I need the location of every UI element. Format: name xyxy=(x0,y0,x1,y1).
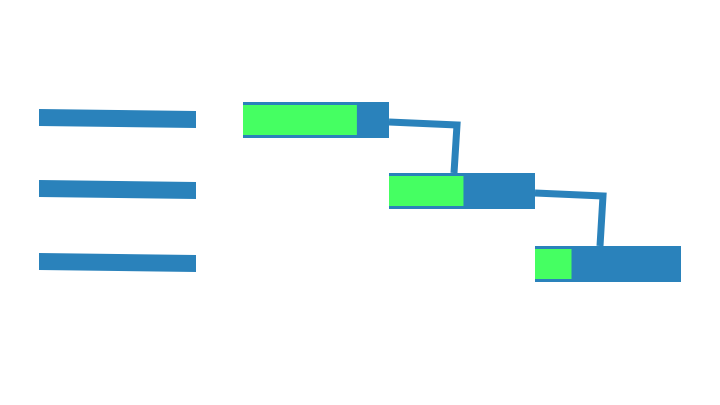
dependency-connector xyxy=(534,189,607,247)
task-progress-fill xyxy=(243,105,357,135)
dependency-connector xyxy=(388,118,461,174)
row-label-bar xyxy=(39,109,196,128)
row-label-bar xyxy=(39,180,196,199)
task-progress-fill xyxy=(389,176,464,206)
task-progress-fill xyxy=(535,249,572,279)
row-label-bar xyxy=(39,253,196,272)
